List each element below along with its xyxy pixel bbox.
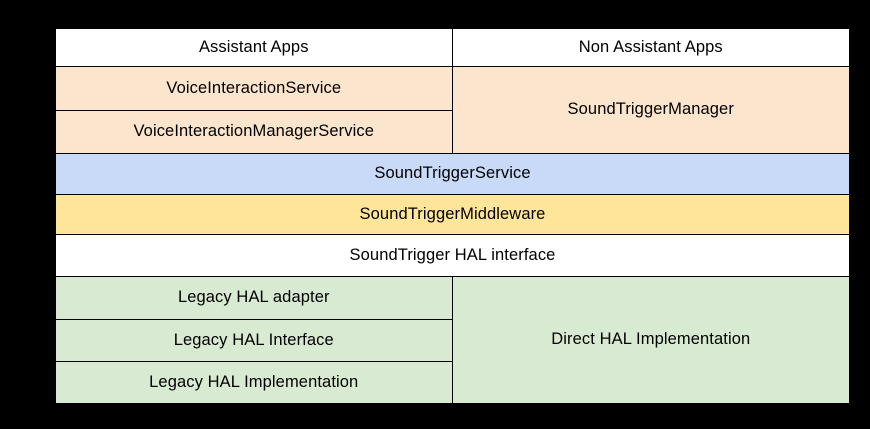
cell-assistant-apps: Assistant Apps — [54, 27, 453, 67]
cell-sound-trigger-hal-interface: SoundTrigger HAL interface — [54, 233, 851, 277]
cell-legacy-hal-interface: Legacy HAL Interface — [54, 318, 453, 362]
row-sound-trigger-hal-interface: SoundTrigger HAL interface — [54, 233, 851, 277]
row-sound-trigger-service: SoundTriggerService — [54, 152, 851, 195]
cell-legacy-hal-implementation: Legacy HAL Implementation — [54, 360, 453, 405]
row-sound-trigger-middleware: SoundTriggerMiddleware — [54, 193, 851, 235]
row-voice-interaction-service: VoiceInteractionService SoundTriggerMana… — [54, 65, 851, 154]
cell-voice-interaction-manager-service: VoiceInteractionManagerService — [54, 109, 453, 154]
cell-legacy-hal-adapter: Legacy HAL adapter — [54, 275, 453, 320]
row-legacy-hal-adapter: Legacy HAL adapter Direct HAL Implementa… — [54, 275, 851, 405]
cell-sound-trigger-service: SoundTriggerService — [54, 152, 851, 195]
row-legacy-hal-implementation: Legacy HAL Implementation — [54, 360, 850, 405]
cell-direct-hal-implementation: Direct HAL Implementation — [451, 275, 851, 405]
row-apps: Assistant Apps Non Assistant Apps — [54, 27, 851, 67]
cell-non-assistant-apps: Non Assistant Apps — [451, 27, 851, 67]
row-voice-interaction-manager-service: VoiceInteractionManagerService — [54, 109, 850, 154]
cell-sound-trigger-middleware: SoundTriggerMiddleware — [54, 193, 851, 235]
row-legacy-hal-interface: Legacy HAL Interface — [54, 318, 850, 362]
cell-sound-trigger-manager: SoundTriggerManager — [451, 65, 851, 154]
stack-table: Assistant Apps Non Assistant Apps VoiceI… — [54, 27, 851, 405]
cell-voice-interaction-service: VoiceInteractionService — [54, 65, 453, 111]
